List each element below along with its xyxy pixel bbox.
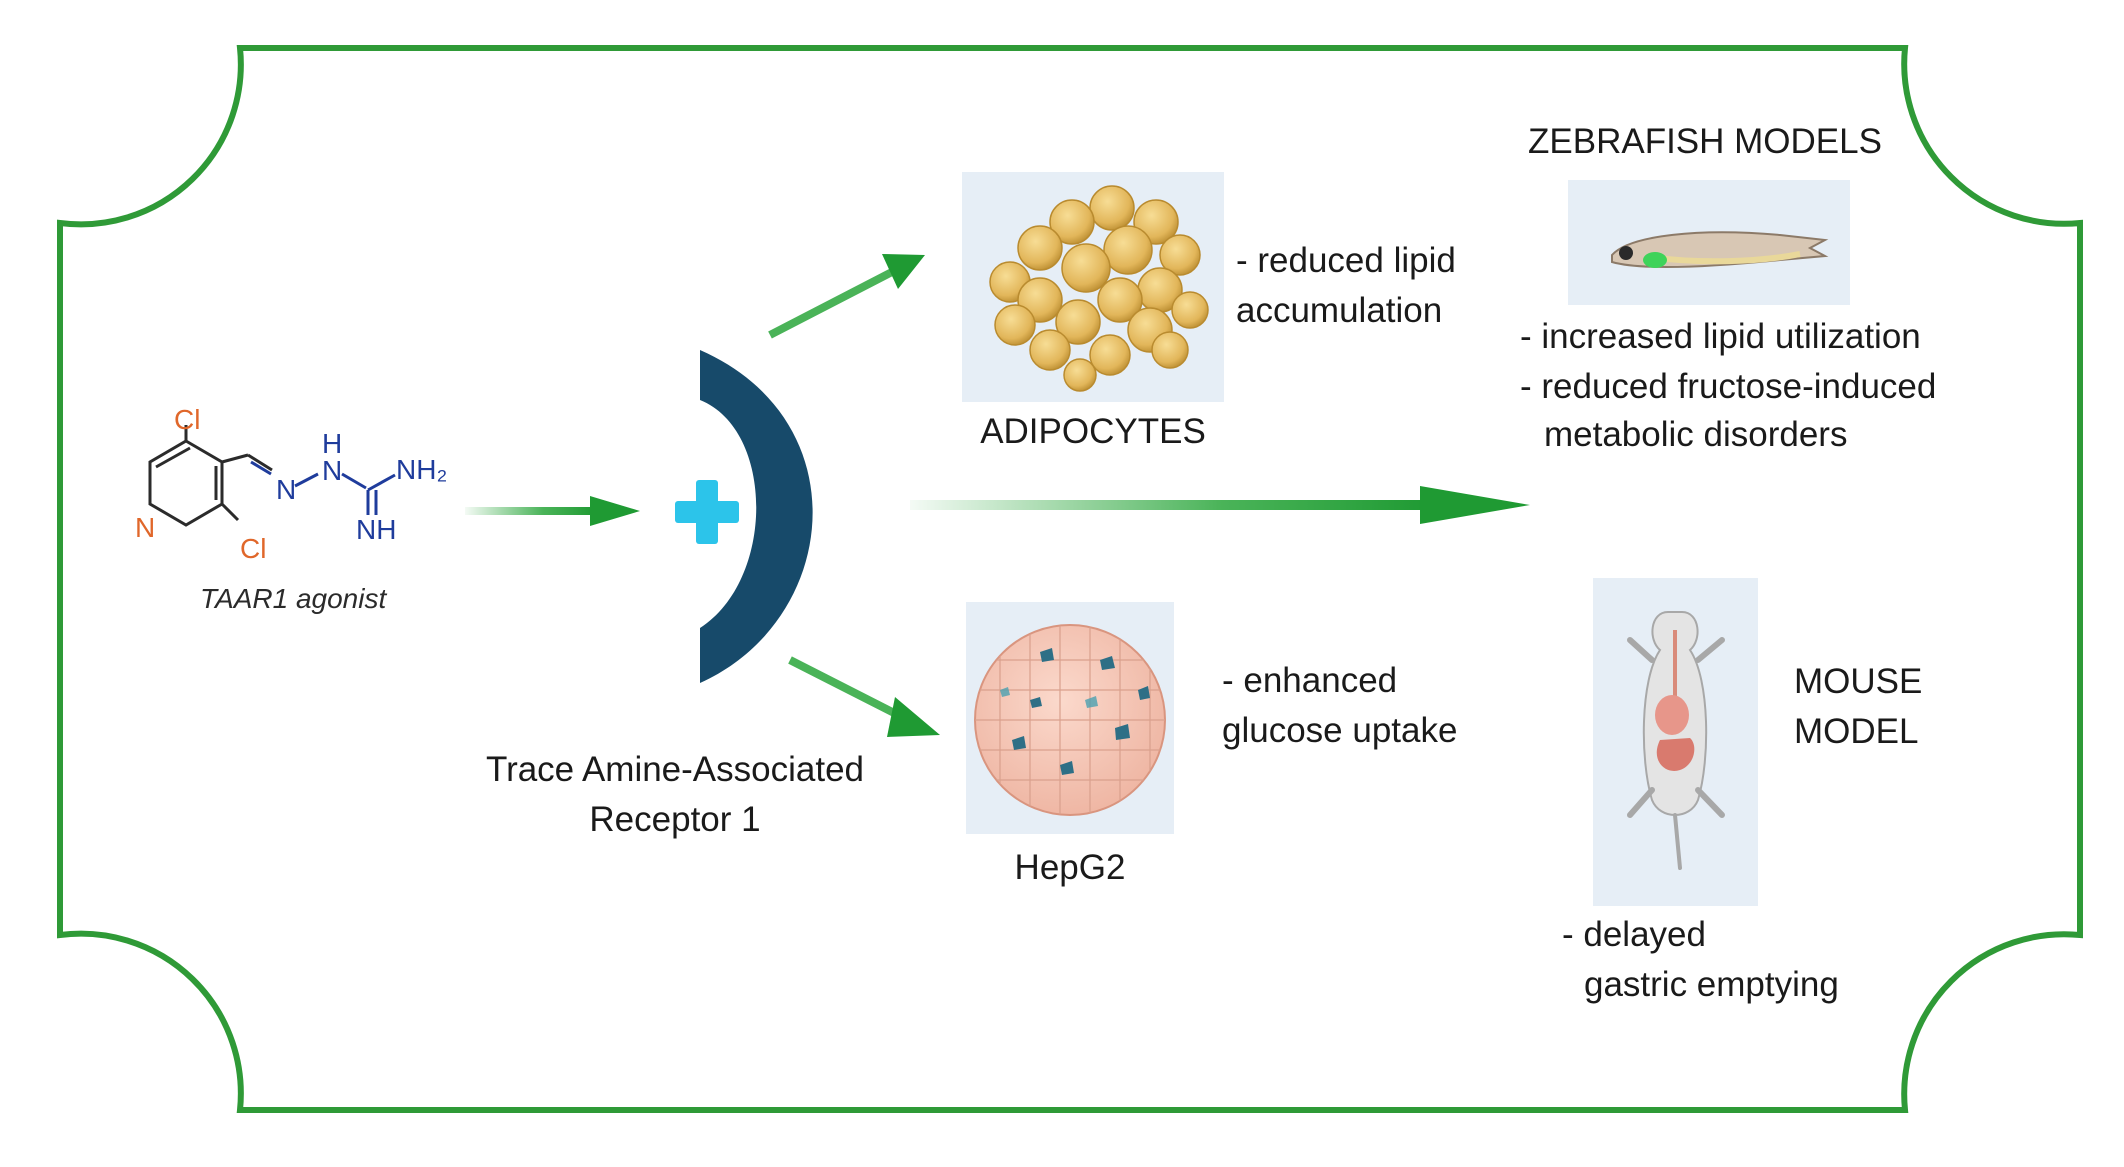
atom-nh: NH [356,514,397,545]
atom-n2: N [322,455,343,486]
atom-h: H [322,428,343,459]
zebrafish-image [1568,180,1850,305]
molecule-structure [148,425,396,527]
hepg2-effect-line1: - enhanced [1222,661,1398,700]
hepg2-title: HepG2 [1014,848,1126,887]
mouse-effect-line2: gastric emptying [1584,965,1839,1004]
arrow-to-adipocytes [768,254,925,339]
zebrafish-effect-1: - increased lipid utilization [1520,317,1921,356]
arrow-agonist-to-receptor [465,496,640,526]
adipocytes-effect-line2: accumulation [1236,291,1443,330]
adipocytes-image [962,172,1224,402]
arrow-to-animal-models [910,486,1530,524]
zebrafish-effect-2-line2: metabolic disorders [1544,415,1848,454]
mouse-effect-line1: - delayed [1562,915,1706,954]
hepg2-effect-line2: glucose uptake [1222,711,1458,750]
plus-icon [675,480,739,544]
mouse-image [1593,578,1758,906]
atom-n1: N [276,474,297,505]
atom-cl-top: Cl [174,404,201,435]
receptor-label-line2: Receptor 1 [589,800,761,839]
arrow-to-hepg2 [788,656,940,737]
mouse-title-line2: MODEL [1794,712,1919,751]
mouse-title-line1: MOUSE [1794,662,1923,701]
adipocytes-title: ADIPOCYTES [980,412,1206,451]
adipocytes-effect-line1: - reduced lipid [1236,241,1456,280]
hepg2-image [966,602,1174,834]
zebrafish-title: ZEBRAFISH MODELS [1528,122,1882,161]
receptor-label-line1: Trace Amine-Associated [485,750,865,789]
molecule-caption: TAAR1 agonist [200,583,387,614]
diagram-frame [57,45,2083,1113]
atom-cl-bottom: Cl [240,533,267,564]
zebrafish-effect-2-line1: - reduced fructose-induced [1520,367,1937,406]
atom-nh2: NH₂ [396,454,448,485]
atom-n-ring: N [135,512,156,543]
receptor-shape [700,350,813,683]
